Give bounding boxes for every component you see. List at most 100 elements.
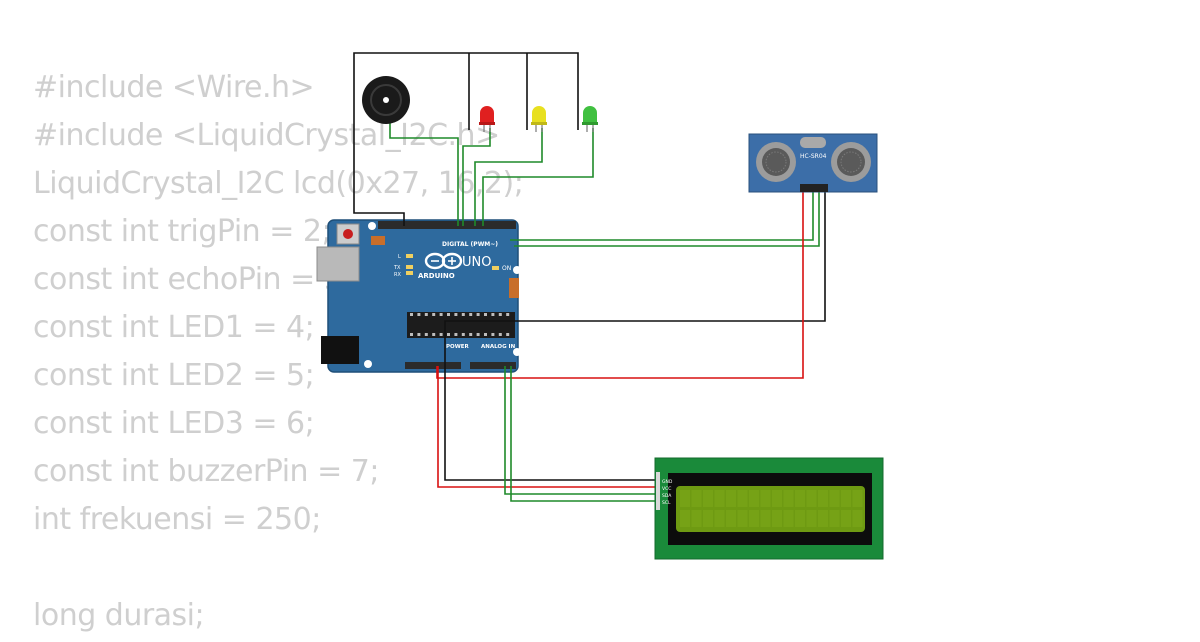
code-line: long durasi; <box>33 598 205 633</box>
chip-pin <box>476 333 480 336</box>
lcd-char-cell <box>760 490 771 507</box>
chip-pin <box>424 333 428 336</box>
chip-pin <box>454 313 458 316</box>
led-l-label: L <box>398 254 401 260</box>
chip-pin <box>461 333 465 336</box>
led-green[interactable] <box>582 106 598 132</box>
echo-wire <box>514 190 820 247</box>
ultrasonic-sensor[interactable]: HC-SR04 <box>748 133 878 193</box>
lcd-display[interactable]: GND VCC SDA SCL <box>654 457 884 560</box>
lcd-char-cell <box>714 490 725 507</box>
lcd-pin-label: SCL <box>662 500 671 506</box>
lcd-char-cell <box>726 510 736 527</box>
lcd-char-cell <box>806 510 817 527</box>
chip-pin <box>417 313 421 316</box>
sensor-label: HC-SR04 <box>800 153 827 160</box>
code-line: #include <LiquidCrystal_I2C.h> <box>33 118 500 153</box>
code-line: #include <Wire.h> <box>33 70 315 105</box>
sensor-vcc-wire <box>436 190 804 379</box>
lcd-char-cell <box>772 490 782 507</box>
usb-port <box>316 246 360 282</box>
chip-pin <box>432 333 436 336</box>
uno-label: UNO <box>462 255 491 270</box>
lcd-char-cell <box>680 510 690 527</box>
chip-pin <box>461 313 465 316</box>
chip-pin <box>410 313 413 316</box>
lcd-sda-wire <box>504 366 658 495</box>
code-listing: #include <Wire.h> #include <LiquidCrysta… <box>33 66 524 642</box>
lcd-char-cell <box>726 490 736 507</box>
lcd-pin-label: GND <box>662 479 673 485</box>
sensor-gnd-wire <box>444 190 826 366</box>
power-jack <box>321 336 359 364</box>
chip-pin <box>469 333 473 336</box>
code-line: const int LED3 = 6; <box>33 406 315 441</box>
lcd-char-cell <box>783 510 794 527</box>
lcd-pin-label: SDA <box>662 493 672 499</box>
lcd-char-cell <box>749 510 759 527</box>
led-yellow-wire <box>474 128 543 226</box>
lcd-char-cell <box>737 490 748 507</box>
arduino-logo <box>424 252 463 270</box>
chip-pin <box>484 313 487 316</box>
analog-label: ANALOG IN <box>481 344 516 350</box>
chip-pin <box>410 333 413 336</box>
lcd-char-cell <box>691 510 702 527</box>
lcd-char-cell <box>829 510 840 527</box>
led-tx-label: TX <box>393 265 401 271</box>
lcd-pin-label: VCC <box>662 486 671 492</box>
chip-pin <box>484 333 487 336</box>
chip-pin <box>491 313 495 316</box>
lcd-vcc-wire <box>437 366 658 488</box>
chip-pin <box>491 333 495 336</box>
chip-pin <box>469 313 473 316</box>
chip-pin <box>447 313 450 316</box>
chip-pin <box>476 313 480 316</box>
chip-pin <box>454 333 458 336</box>
lcd-char-cell <box>841 510 851 527</box>
lcd-char-cell <box>737 510 748 527</box>
wires <box>353 52 826 502</box>
lcd-char-cell <box>772 510 782 527</box>
analog-header <box>470 362 516 369</box>
chip-pin <box>447 333 450 336</box>
led-rx-label: RX <box>394 272 401 278</box>
lcd-char-cell <box>818 490 828 507</box>
code-line: LiquidCrystal_I2C lcd(0x27, 16,2); <box>33 166 524 201</box>
arduino-uno-board[interactable]: DIGITAL (PWM~) L TX RX ON UNO ARDUINO PO… <box>316 219 521 373</box>
power-header <box>405 362 461 369</box>
led-yellow[interactable] <box>531 106 547 132</box>
lcd-char-cell <box>852 490 863 507</box>
lcd-char-cell <box>760 510 771 527</box>
buzzer[interactable] <box>362 76 410 124</box>
chip-pin <box>424 313 428 316</box>
digital-header <box>378 221 516 229</box>
lcd-char-cell <box>703 490 713 507</box>
chip-pin <box>432 313 436 316</box>
lcd-char-cell <box>841 490 851 507</box>
lcd-char-cell <box>680 490 690 507</box>
lcd-char-cell <box>806 490 817 507</box>
led-red-wire <box>462 128 491 226</box>
lcd-scl-wire <box>510 366 658 502</box>
trig-wire <box>510 190 814 241</box>
code-line: const int trigPin = 2; <box>33 214 332 249</box>
lcd-char-cell <box>749 490 759 507</box>
code-line: int frekuensi = 250; <box>33 502 321 537</box>
code-line: const int LED1 = 4; <box>33 310 315 345</box>
code-line: const int LED2 = 5; <box>33 358 315 393</box>
lcd-char-cell <box>795 510 805 527</box>
buzzer-signal-wire <box>389 118 459 226</box>
chip-pin <box>498 313 502 316</box>
lcd-gnd-wire <box>444 366 658 481</box>
arduino-brand: ARDUINO <box>418 272 455 280</box>
ground-wire <box>353 52 579 226</box>
chip-pin <box>506 333 510 336</box>
chip-pin <box>439 333 443 336</box>
power-label: POWER <box>446 344 470 350</box>
lcd-char-cell <box>783 490 794 507</box>
chip-pin <box>417 333 421 336</box>
lcd-char-cell <box>691 490 702 507</box>
led-red[interactable] <box>479 106 495 132</box>
